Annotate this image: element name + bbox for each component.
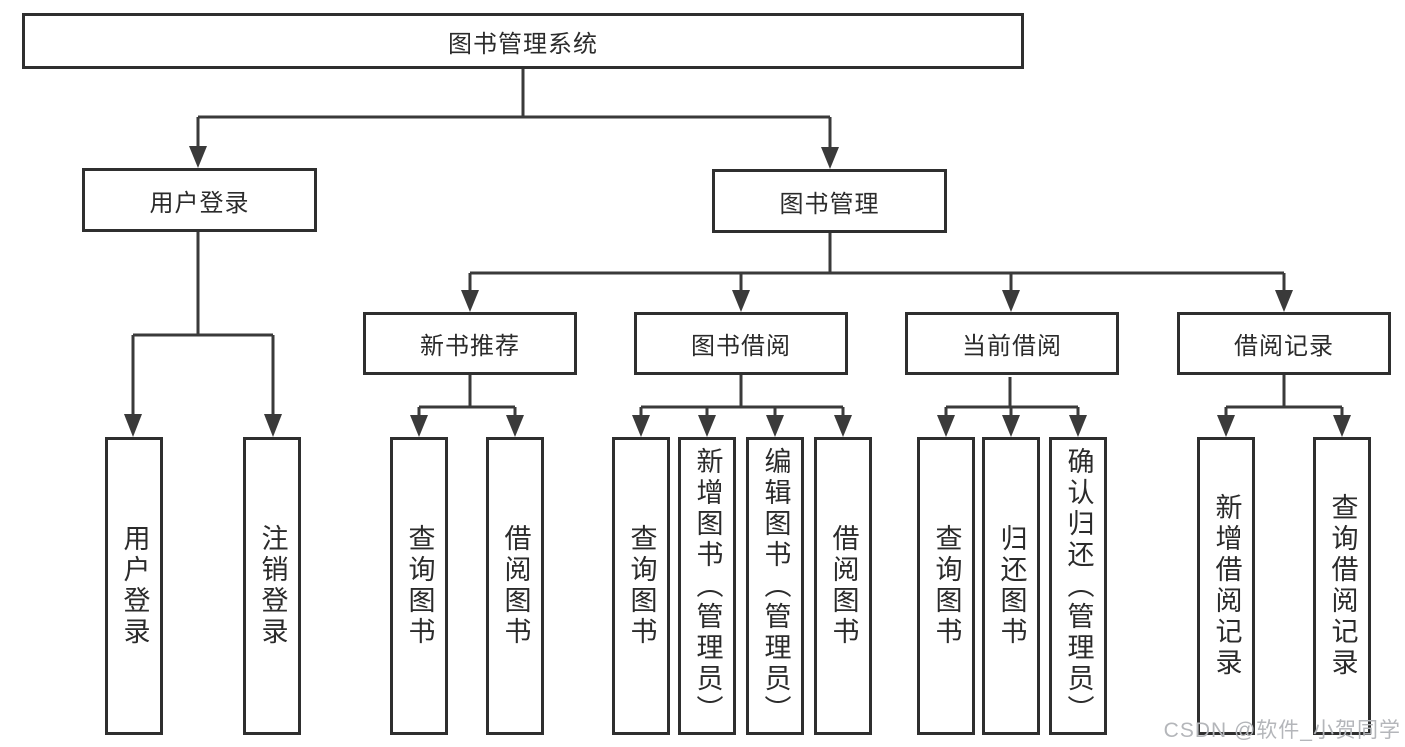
arrowhead-icon xyxy=(698,415,716,437)
leaf-logout-label: 注销登录 xyxy=(257,524,288,648)
leaf-query-book-borrow-label: 查询图书 xyxy=(626,524,657,648)
node-book-borrow-label: 图书借阅 xyxy=(691,333,791,360)
leaf-return-book: 归还图书 xyxy=(982,437,1040,735)
leaf-add-book-admin-label: 新增图书（管理员） xyxy=(692,446,723,726)
leaf-query-book-current-label: 查询图书 xyxy=(931,524,962,648)
node-book-borrow: 图书借阅 xyxy=(634,312,848,375)
node-book-management: 图书管理 xyxy=(712,169,947,233)
arrowhead-icon xyxy=(189,146,207,168)
leaf-edit-book-admin: 编辑图书（管理员） xyxy=(746,437,804,735)
arrowhead-icon xyxy=(1002,290,1020,312)
arrowhead-icon xyxy=(937,415,955,437)
leaf-confirm-return-admin: 确认归还（管理员） xyxy=(1049,437,1107,735)
arrowhead-icon xyxy=(124,414,142,437)
arrowhead-icon xyxy=(632,415,650,437)
arrowhead-icon xyxy=(732,290,750,312)
leaf-add-book-admin: 新增图书（管理员） xyxy=(678,437,736,735)
node-user-login-label: 用户登录 xyxy=(149,189,250,217)
connector-current-borrow-split xyxy=(944,377,1080,416)
leaf-query-book-recommend-label: 查询图书 xyxy=(404,524,435,648)
leaf-edit-book-admin-label: 编辑图书（管理员） xyxy=(760,446,791,726)
connector-root-to-level2 xyxy=(196,69,832,148)
leaf-borrow-book: 借阅图书 xyxy=(814,437,872,735)
arrowhead-icon xyxy=(1333,415,1351,437)
node-library-system-label: 图书管理系统 xyxy=(448,30,598,58)
leaf-confirm-return-admin-label: 确认归还（管理员） xyxy=(1063,446,1094,726)
arrowhead-icon xyxy=(461,290,479,312)
leaf-query-borrow-record: 查询借阅记录 xyxy=(1313,437,1371,735)
connector-borrow-records-split xyxy=(1224,375,1344,416)
node-borrow-records: 借阅记录 xyxy=(1177,312,1391,375)
leaf-borrow-book-recommend-label: 借阅图书 xyxy=(500,524,531,648)
leaf-user-login: 用户登录 xyxy=(105,437,163,735)
node-book-management-label: 图书管理 xyxy=(779,190,880,218)
leaf-add-borrow-record: 新增借阅记录 xyxy=(1197,437,1255,735)
leaf-query-borrow-record-label: 查询借阅记录 xyxy=(1327,493,1358,679)
connector-new-book-split xyxy=(417,375,517,416)
connector-book-mgmt-split xyxy=(468,233,1286,291)
node-new-book-recommend-label: 新书推荐 xyxy=(420,333,520,360)
node-new-book-recommend: 新书推荐 xyxy=(363,312,577,375)
arrowhead-icon xyxy=(1002,415,1020,437)
arrowhead-icon xyxy=(821,147,839,169)
arrowhead-icon xyxy=(766,415,784,437)
watermark: CSDN @软件_小贺同学 xyxy=(1163,719,1401,742)
leaf-query-book-current: 查询图书 xyxy=(917,437,975,735)
leaf-user-login-label: 用户登录 xyxy=(119,524,150,648)
leaf-query-book-recommend: 查询图书 xyxy=(390,437,448,735)
leaf-borrow-book-recommend: 借阅图书 xyxy=(486,437,544,735)
arrowhead-icon xyxy=(410,415,428,437)
arrowhead-icon xyxy=(506,415,524,437)
arrowhead-icon xyxy=(834,415,852,437)
node-user-login: 用户登录 xyxy=(82,168,317,232)
leaf-return-book-label: 归还图书 xyxy=(996,524,1027,648)
arrowhead-icon xyxy=(1069,415,1087,437)
arrowhead-icon xyxy=(264,414,282,437)
arrowhead-icon xyxy=(1275,290,1293,312)
leaf-logout: 注销登录 xyxy=(243,437,301,735)
arrowhead-icon xyxy=(1217,415,1235,437)
connector-user-login-split xyxy=(131,232,275,416)
leaf-add-borrow-record-label: 新增借阅记录 xyxy=(1211,493,1242,679)
node-current-borrow-label: 当前借阅 xyxy=(962,333,1062,360)
connector-book-borrow-split xyxy=(639,375,845,416)
node-borrow-records-label: 借阅记录 xyxy=(1234,333,1334,360)
node-library-system: 图书管理系统 xyxy=(22,13,1024,69)
leaf-borrow-book-label: 借阅图书 xyxy=(828,524,859,648)
leaf-query-book-borrow: 查询图书 xyxy=(612,437,670,735)
node-current-borrow: 当前借阅 xyxy=(905,312,1119,375)
